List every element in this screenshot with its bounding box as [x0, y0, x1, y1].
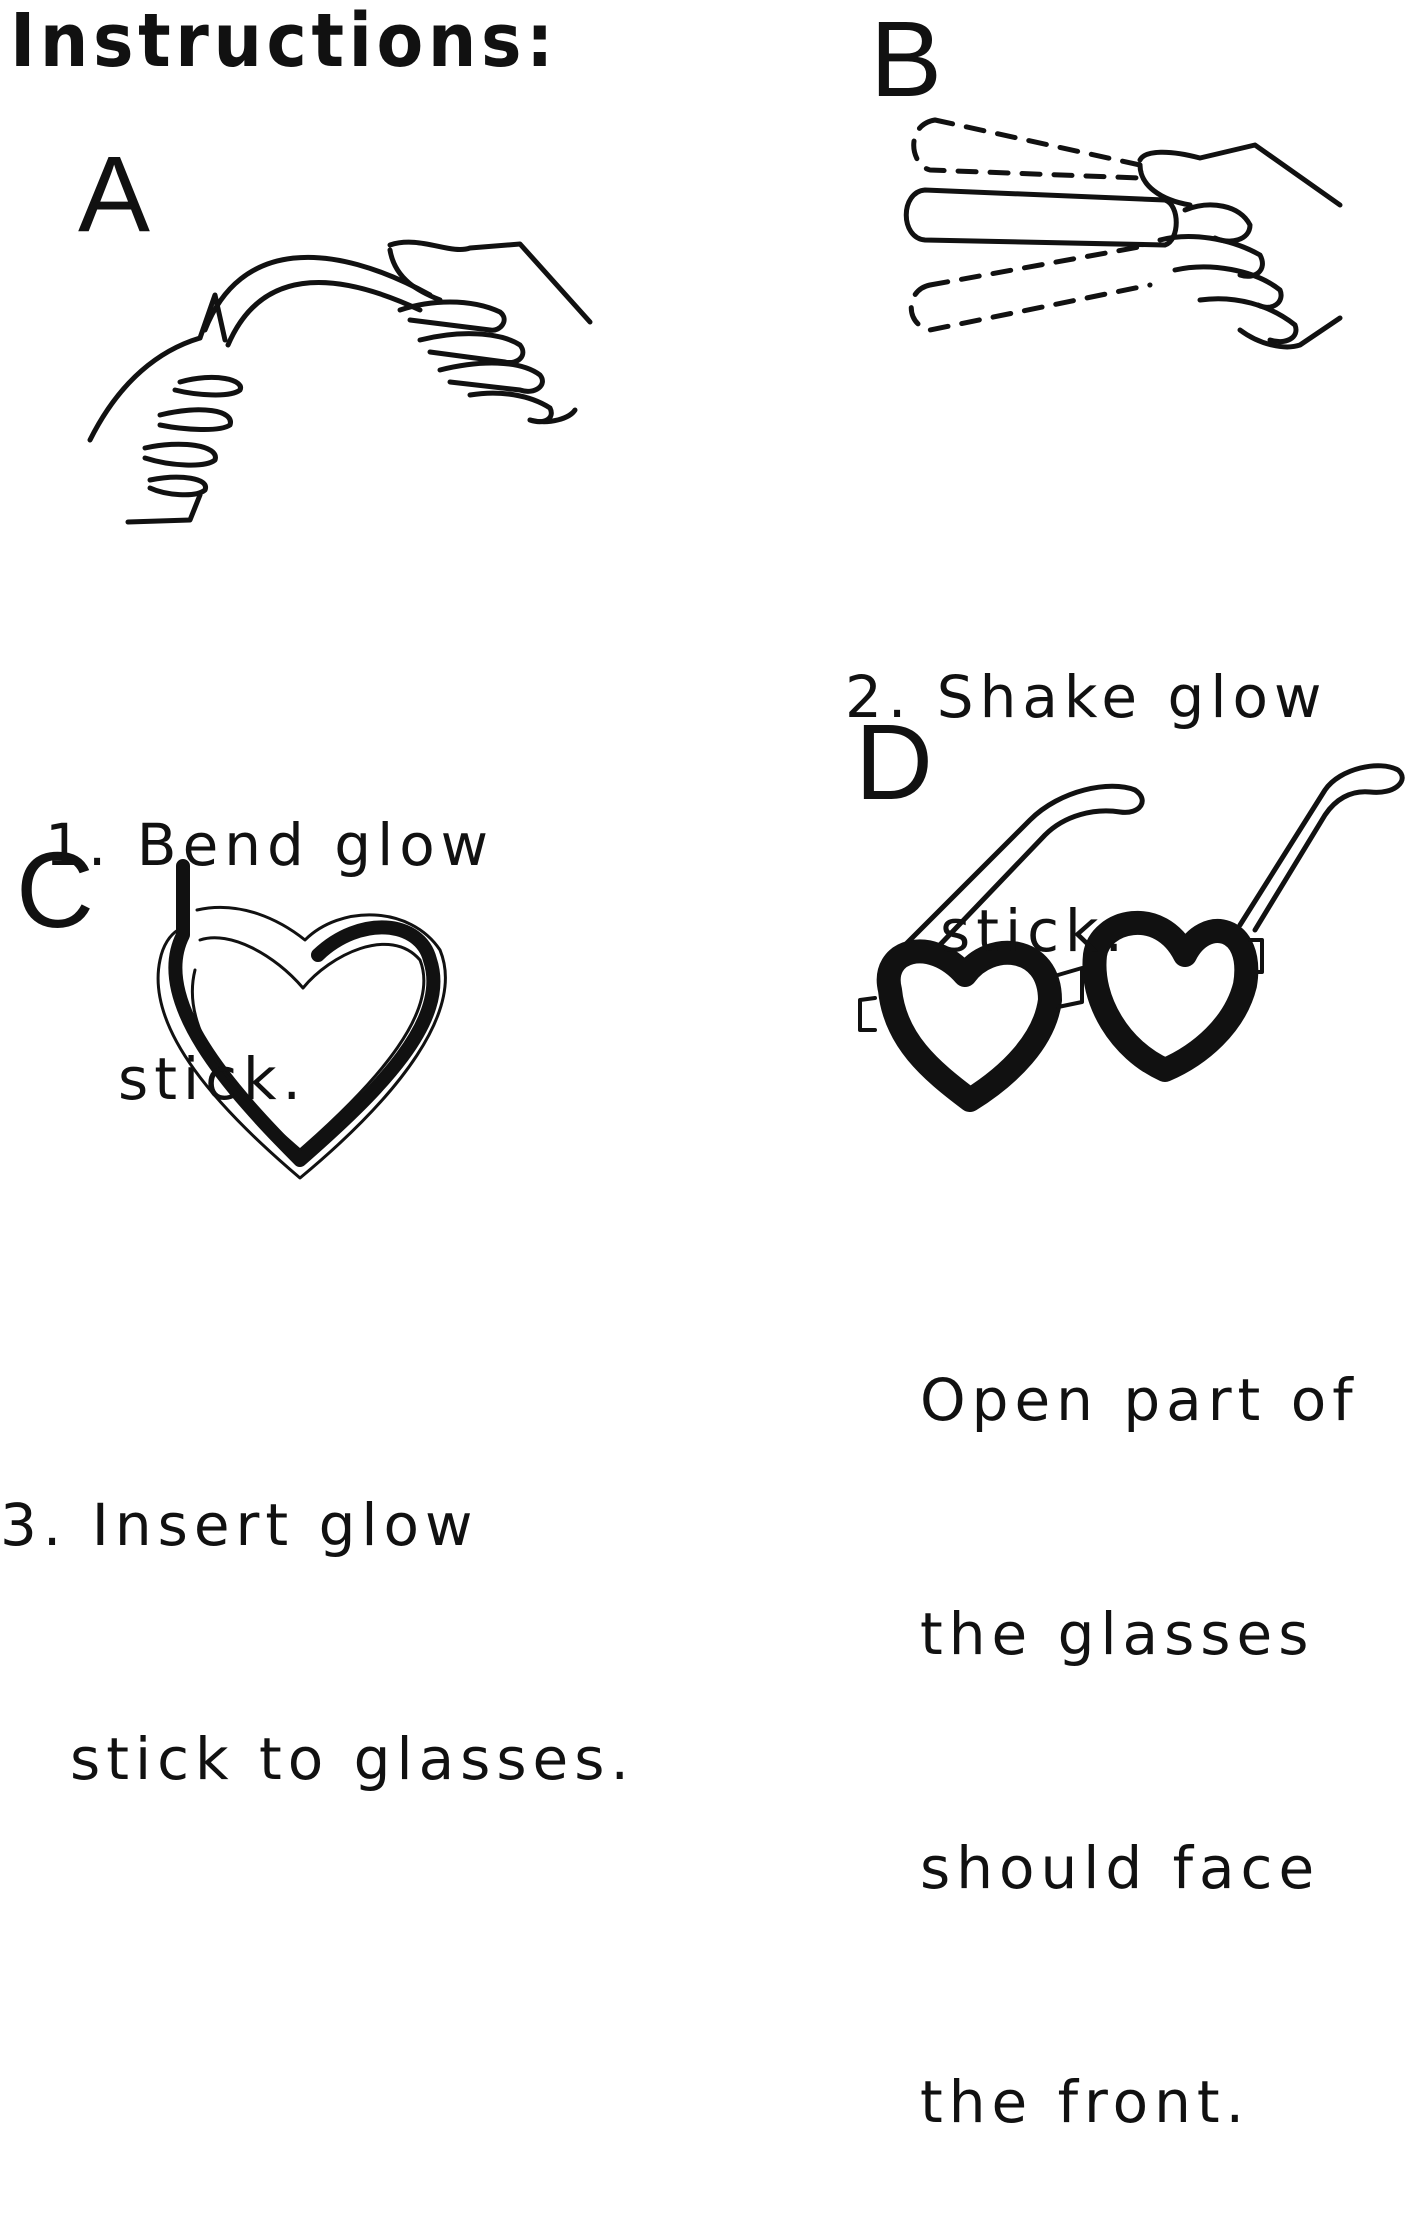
step-a-letter: A	[78, 133, 151, 254]
step-a-line1: 1. Bend glow	[45, 811, 495, 879]
step-b-line2: stick.	[940, 897, 1129, 965]
step-d-line3: should face	[920, 1834, 1321, 1902]
shake-glow-stick-icon	[903, 117, 1343, 350]
step-d-line4: the front.	[920, 2068, 1251, 2136]
step-c-text: 3. Insert glow stick to glasses.	[0, 1330, 635, 1876]
step-d-letter: D	[855, 701, 933, 822]
page-title: Instructions:	[10, 0, 558, 84]
heart-glasses-icon	[858, 763, 1405, 1112]
step-b-text: 2. Shake glow stick.	[845, 502, 1327, 1048]
step-c-line2: stick to glasses.	[70, 1725, 635, 1793]
step-a-line2: stick.	[118, 1045, 307, 1113]
bend-glow-stick-icon	[87, 239, 593, 525]
step-d-line2: the glasses	[920, 1600, 1315, 1668]
step-c-letter: C	[16, 829, 94, 950]
step-d-line1: Open part of	[920, 1366, 1359, 1434]
step-d-text: Open part of the glasses should face the…	[920, 1205, 1359, 2219]
step-b-letter: B	[870, 0, 943, 119]
step-a-text: 1. Bend glow stick.	[45, 650, 494, 1196]
step-b-line1: 2. Shake glow	[845, 663, 1328, 731]
heart-glow-stick-icon	[156, 859, 447, 1180]
step-c-line1: 3. Insert glow	[0, 1491, 479, 1559]
